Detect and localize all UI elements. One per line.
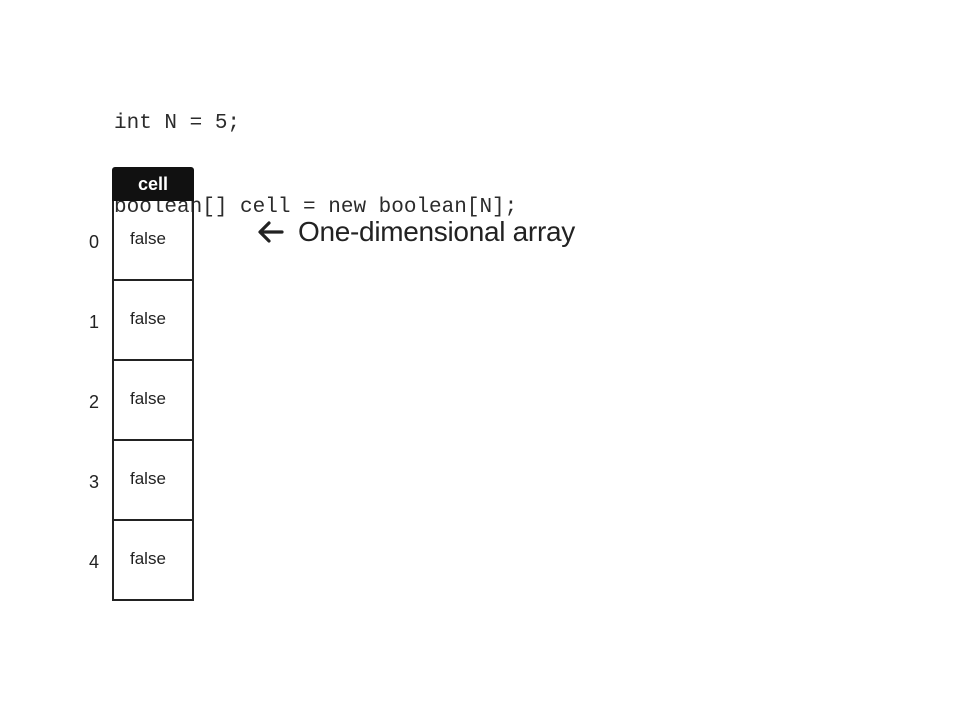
array-index-0: 0 — [89, 232, 100, 252]
array-index-1: 1 — [89, 312, 100, 332]
array-cell-4: false — [112, 521, 194, 601]
array-cell-value: false — [130, 229, 166, 248]
array-header: cell — [112, 167, 194, 201]
code-snippet: int N = 5; boolean[] cell = new boolean[… — [114, 54, 517, 250]
array-index-2: 2 — [89, 392, 100, 412]
array-cell-1: false — [112, 281, 194, 361]
array-cell-value: false — [130, 389, 166, 408]
array-cell-value: false — [130, 549, 166, 568]
array-cell-3: false — [112, 441, 194, 521]
array-cell-value: false — [130, 469, 166, 488]
array-cell-0: false — [112, 201, 194, 281]
caption-text: One-dimensional array — [298, 216, 575, 247]
left-arrow-icon — [258, 221, 284, 243]
code-line-1: int N = 5; — [114, 112, 241, 135]
array-caption: One-dimensional array — [258, 216, 575, 248]
array-index-4: 4 — [89, 552, 100, 572]
array-index-3: 3 — [89, 472, 100, 492]
array-cell-2: false — [112, 361, 194, 441]
array-diagram: cell false false false false false — [112, 167, 194, 601]
code-line-2: boolean[] cell = new boolean[N]; — [114, 196, 518, 219]
array-cell-value: false — [130, 309, 166, 328]
